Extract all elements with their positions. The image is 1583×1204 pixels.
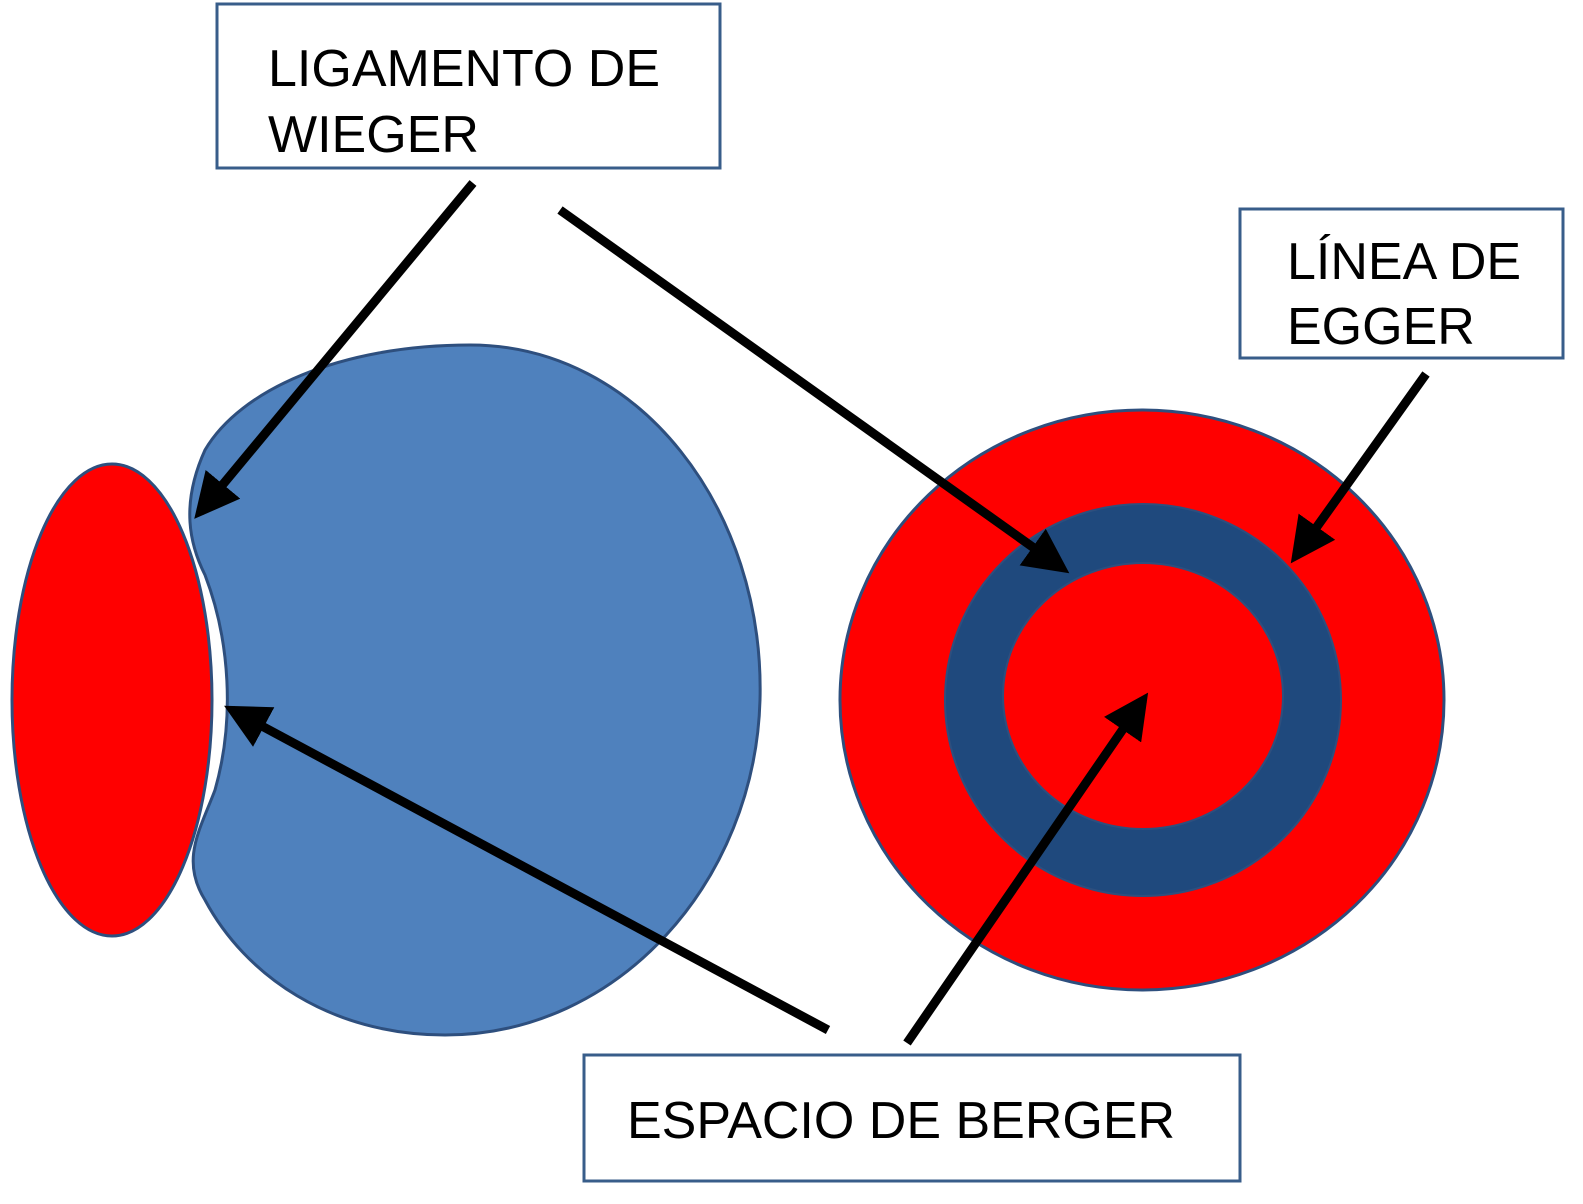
label-box-egger: LÍNEA DE EGGER [1238, 207, 1565, 360]
arrow-egger [1290, 371, 1430, 564]
lens-side-view [10, 462, 214, 938]
label-berger: ESPACIO DE BERGER [627, 1092, 1175, 1150]
label-egger-line2: EGGER [1287, 298, 1475, 356]
arrow-wieger-to-side [194, 180, 477, 519]
arrow-berger-to-side [224, 705, 831, 1034]
berger-space-center [1002, 562, 1284, 830]
label-wieger-line2: WIEGER [268, 106, 479, 164]
arrow-berger-to-front [903, 692, 1149, 1046]
arrow-wieger-to-front [557, 206, 1070, 574]
vitreous-body-side-view [188, 343, 762, 1037]
label-box-berger: ESPACIO DE BERGER [582, 1053, 1242, 1183]
label-box-wieger: LIGAMENTO DE WIEGER [215, 2, 722, 170]
label-wieger-line1: LIGAMENTO DE [268, 40, 660, 98]
label-egger-line1: LÍNEA DE [1287, 233, 1521, 291]
